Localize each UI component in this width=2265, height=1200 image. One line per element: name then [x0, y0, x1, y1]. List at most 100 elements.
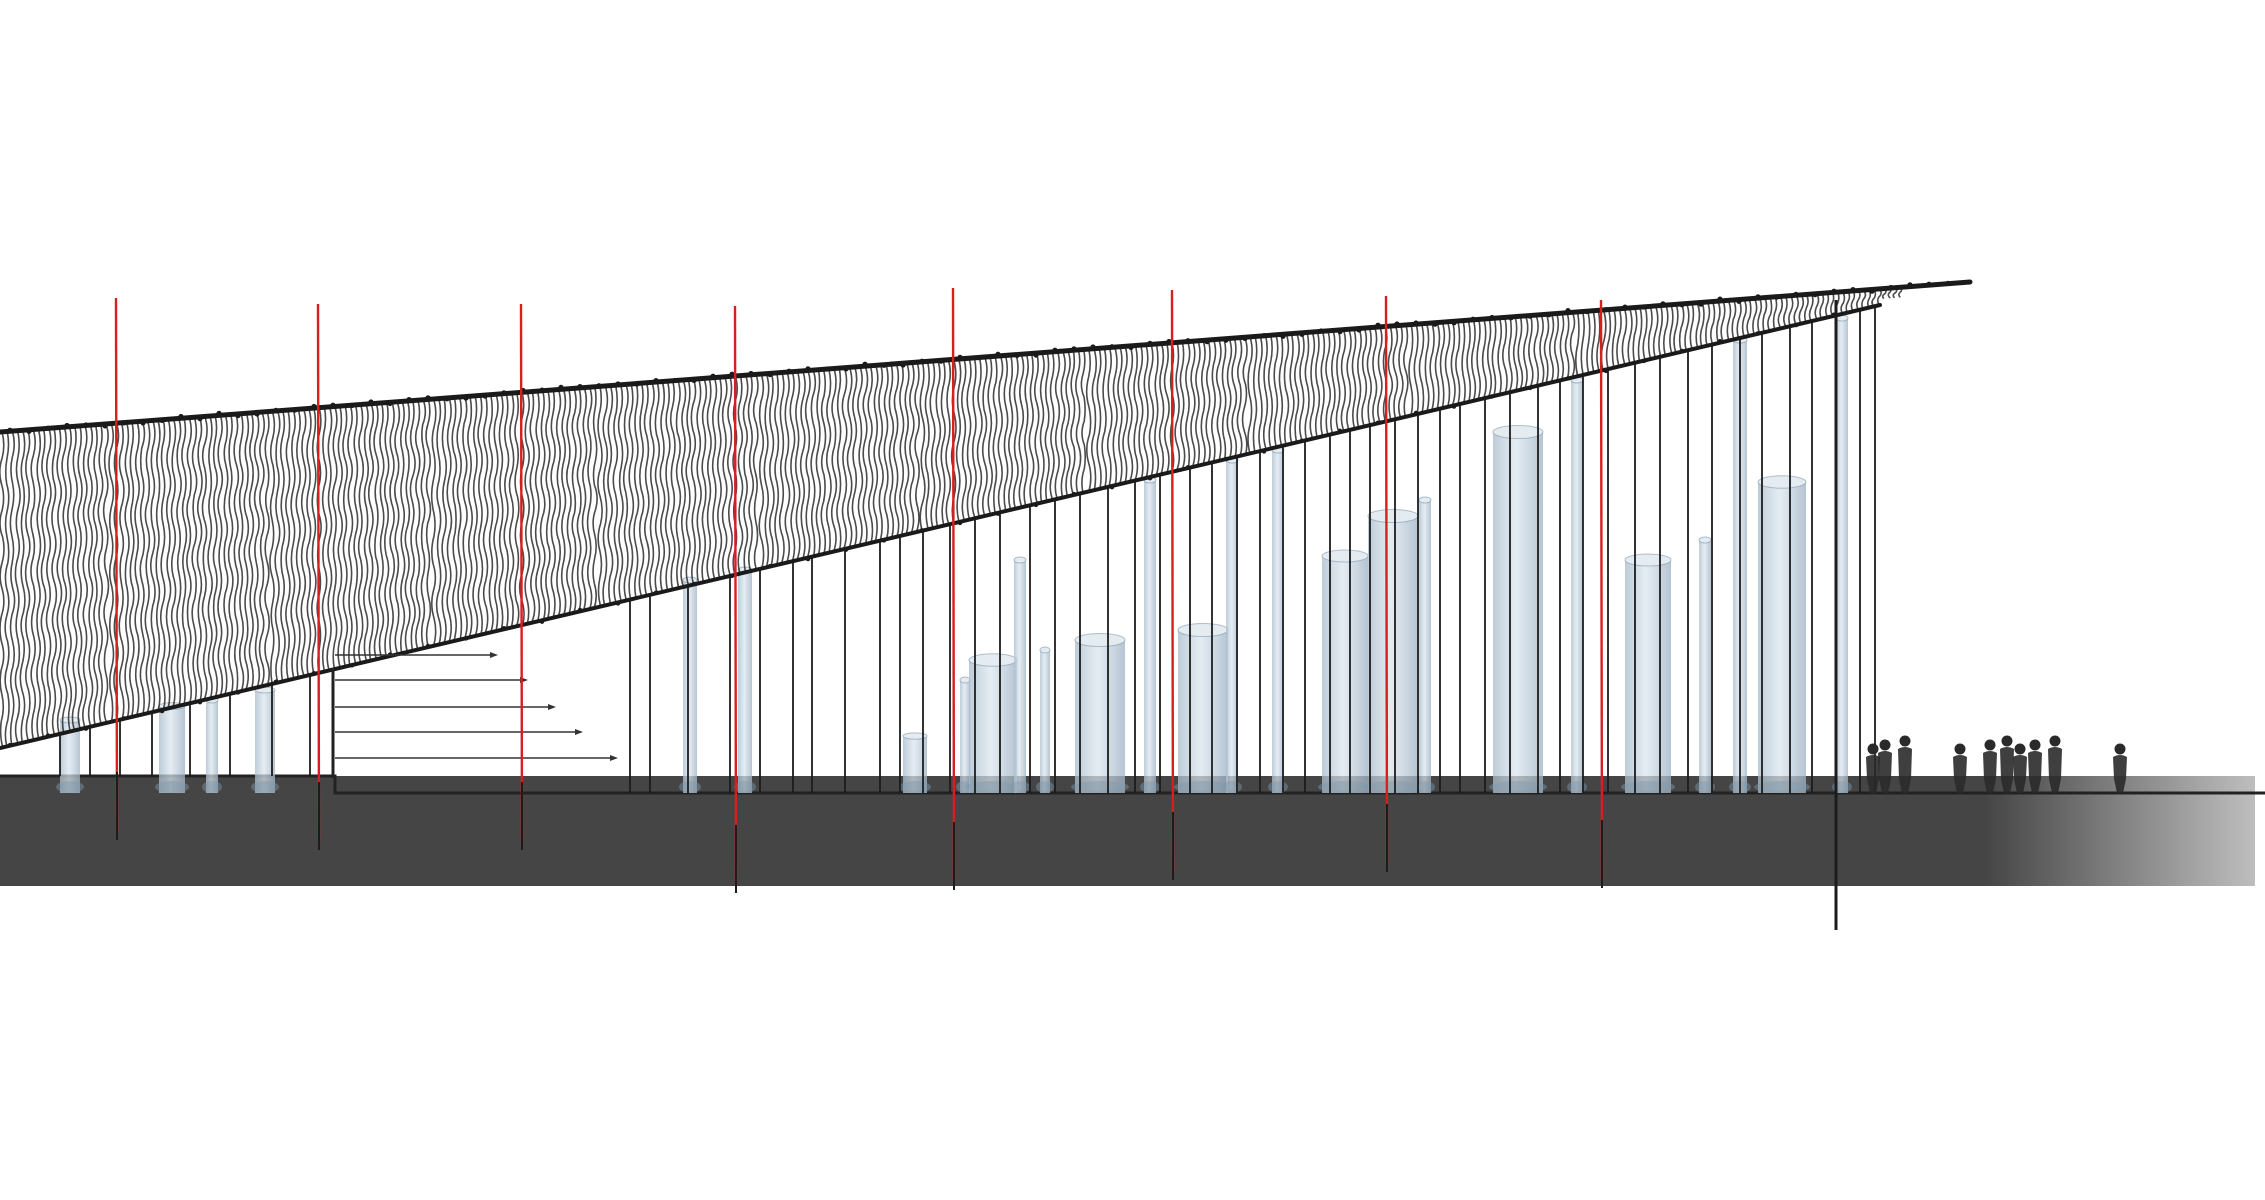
canopy-strand [1091, 348, 1098, 491]
canopy-edge-node [843, 366, 849, 372]
column-body [1226, 460, 1238, 793]
canopy-strand [1689, 302, 1695, 350]
canopy-edge-node [1109, 344, 1115, 350]
column-shadow [1364, 781, 1422, 793]
canopy-strand [1148, 344, 1155, 477]
column-cap [1013, 556, 1027, 564]
canopy-edge-node [995, 511, 1001, 516]
canopy-strand [1215, 338, 1222, 462]
canopy-strand [820, 369, 827, 555]
canopy-strand [976, 357, 983, 518]
canopy-strand [1450, 321, 1456, 406]
canopy-edge-node [1679, 348, 1685, 354]
canopy-strand [269, 411, 276, 684]
canopy-edge-node [938, 358, 944, 364]
person-figure [1866, 743, 1880, 793]
canopy-edge-node [197, 416, 203, 422]
woven-canopy [0, 279, 1973, 750]
canopy-strand [207, 415, 213, 699]
canopy-edge-nodes [7, 280, 1951, 748]
canopy-edge-node [881, 538, 887, 543]
stair [331, 652, 618, 778]
person-body [1878, 751, 1892, 793]
canopy-strand [1752, 298, 1758, 335]
canopy-strand [1596, 310, 1601, 372]
canopy-strand [4, 431, 10, 747]
canopy-edge-node [1888, 284, 1894, 291]
canopy-strand [830, 368, 838, 552]
canopy-strand [1517, 316, 1524, 390]
person-figure [2000, 735, 2014, 793]
canopy-strand [1662, 304, 1669, 356]
canopy-strand [337, 405, 344, 669]
canopy-strand [488, 394, 494, 633]
person-figure [2113, 743, 2127, 793]
canopy-edge-node [159, 417, 165, 424]
canopy-edge-node [292, 407, 298, 413]
canopy-strand [1231, 337, 1238, 458]
canopy-strand [82, 425, 89, 729]
canopy-edge-node [311, 403, 317, 410]
canopy-edge-node [463, 395, 469, 401]
canopy-strand [134, 421, 140, 716]
person-body [2113, 755, 2127, 793]
tread-arrow [548, 704, 556, 710]
canopy-strand [680, 379, 687, 588]
canopy-edge-node [1242, 335, 1248, 342]
person-body [2013, 755, 2027, 793]
canopy-strand [394, 401, 401, 655]
canopy-strand [102, 423, 110, 724]
canopy-strand [45, 428, 52, 737]
column-shadow [1140, 781, 1160, 793]
canopy-strand [1798, 294, 1805, 324]
person-body [2048, 747, 2062, 793]
canopy-strand [1793, 294, 1799, 326]
grid-line [733, 305, 738, 886]
canopy-edge-node [349, 663, 355, 668]
canopy-edge-node [1109, 484, 1115, 490]
canopy-strand [1236, 337, 1243, 457]
canopy-strand [1112, 346, 1118, 486]
canopy-strand [159, 419, 166, 710]
canopy-strand [1190, 340, 1196, 468]
canopy-edge-node [615, 381, 621, 387]
canopy-strand [233, 413, 240, 693]
canopy-strand [1387, 325, 1394, 421]
canopy-strand [1070, 350, 1076, 496]
canopy-strand [550, 389, 557, 618]
canopy-strand [1850, 290, 1856, 312]
canopy-strand [825, 368, 832, 553]
column-body [1322, 556, 1368, 793]
canopy-strand [752, 374, 759, 571]
canopy-edge-node [1831, 288, 1837, 294]
canopy-strand [1314, 331, 1321, 438]
canopy-strand [1830, 292, 1835, 317]
canopy-strand [716, 377, 723, 579]
person-head [2114, 743, 2126, 755]
canopy-edge-node [197, 699, 203, 705]
canopy-strand [9, 430, 16, 746]
person-head [1899, 735, 1911, 747]
tread-arrow [610, 755, 618, 761]
canopy-strand [1647, 306, 1653, 360]
canopy-strand [747, 374, 755, 572]
canopy-edge-node [1584, 308, 1590, 315]
canopy-strand [1309, 331, 1316, 439]
grid-line [951, 287, 956, 883]
tread-arrow [575, 729, 583, 735]
column-cap [1418, 496, 1432, 504]
canopy-strand [888, 363, 895, 539]
canopy-strand [383, 402, 390, 658]
canopy-strand [19, 430, 26, 743]
canopy-strand [1658, 305, 1664, 357]
column-shadow [1174, 781, 1232, 793]
canopy-strand [97, 424, 104, 725]
column-body [1014, 560, 1026, 793]
person-body [1898, 747, 1912, 793]
canopy-edge-node [1717, 339, 1723, 344]
person-figure [1953, 743, 1967, 793]
canopy-edge-node [121, 716, 127, 721]
column-cap [1039, 646, 1051, 654]
canopy-strand [1777, 296, 1784, 329]
canopy-strand [1397, 325, 1404, 419]
